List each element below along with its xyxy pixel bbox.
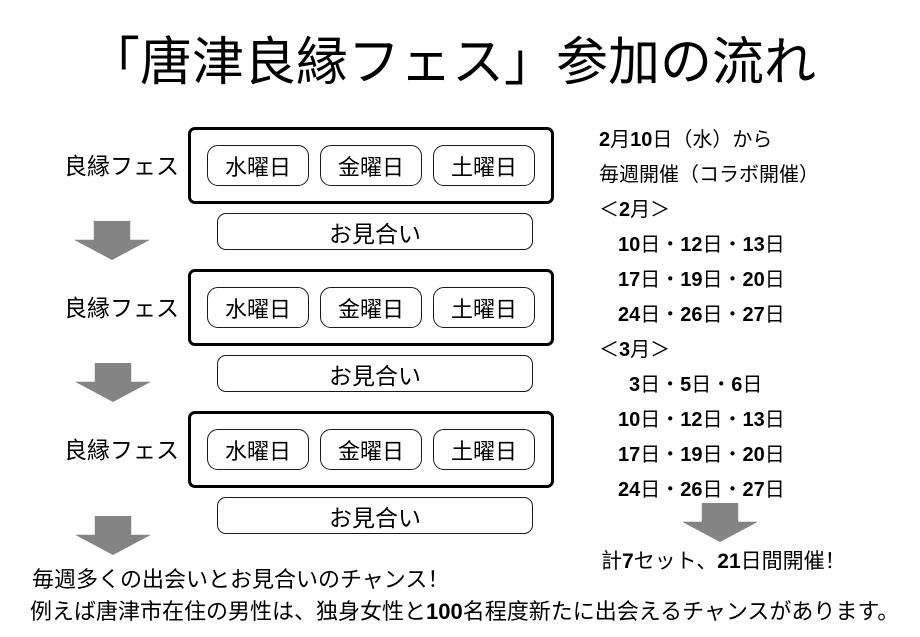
schedule-date-row: 24日・26日・27日 xyxy=(618,304,785,326)
schedule-date-row: 10日・12日・13日 xyxy=(618,234,785,256)
day-pill-friday: 金曜日 xyxy=(320,145,422,186)
day-pill-saturday: 土曜日 xyxy=(433,145,535,186)
schedule-date-row: 24日・26日・27日 xyxy=(618,479,785,501)
fes-days-box: 水曜日 金曜日 土曜日 xyxy=(188,411,554,488)
matchmaking-box: お見合い xyxy=(217,355,533,392)
schedule-month-header-march: ＜3月＞ xyxy=(599,339,671,361)
schedule-total-note: 計7セット、21日間開催！ xyxy=(601,550,846,573)
conclusion-line-2: 例えば唐津市在住の男性は、独身女性と100名程度新たに出会えるチャンスがあります… xyxy=(30,599,900,624)
matchmaking-box: お見合い xyxy=(217,497,533,534)
conclusion-line-1: 毎週多くの出会いとお見合いのチャンス！ xyxy=(32,567,450,592)
flow-block-3: 良縁フェス 水曜日 金曜日 土曜日 お見合い xyxy=(0,411,600,535)
schedule-column: 2月10日（水）から 毎週開催（コラボ開催） ＜2月＞ 10日・12日・13日 … xyxy=(599,123,909,508)
matchmaking-box: お見合い xyxy=(217,213,533,250)
day-pill-wednesday: 水曜日 xyxy=(207,429,309,470)
schedule-frequency-note: 毎週開催（コラボ開催） xyxy=(599,164,819,186)
page-title: 「唐津良縁フェス」参加の流れ xyxy=(88,34,817,92)
schedule-date-row: 3日・5日・6日 xyxy=(629,374,763,396)
flow-block-2: 良縁フェス 水曜日 金曜日 土曜日 お見合い xyxy=(0,269,600,393)
fes-days-box: 水曜日 金曜日 土曜日 xyxy=(188,127,554,204)
fes-label: 良縁フェス xyxy=(64,437,179,463)
schedule-month-header-february: ＜2月＞ xyxy=(599,199,671,221)
day-pill-friday: 金曜日 xyxy=(320,287,422,328)
flow-block-1: 良縁フェス 水曜日 金曜日 土曜日 お見合い xyxy=(0,127,600,251)
fes-label: 良縁フェス xyxy=(64,295,179,321)
schedule-start-note: 2月10日（水）から xyxy=(599,129,773,151)
day-pill-friday: 金曜日 xyxy=(320,429,422,470)
down-arrow-icon xyxy=(682,503,758,542)
day-pill-wednesday: 水曜日 xyxy=(207,287,309,328)
schedule-date-row: 17日・19日・20日 xyxy=(618,444,785,466)
schedule-date-row: 17日・19日・20日 xyxy=(618,269,785,291)
day-pill-saturday: 土曜日 xyxy=(433,287,535,328)
fes-label: 良縁フェス xyxy=(64,153,179,179)
fes-days-box: 水曜日 金曜日 土曜日 xyxy=(188,269,554,346)
schedule-date-row: 10日・12日・13日 xyxy=(618,409,785,431)
day-pill-wednesday: 水曜日 xyxy=(207,145,309,186)
day-pill-saturday: 土曜日 xyxy=(433,429,535,470)
